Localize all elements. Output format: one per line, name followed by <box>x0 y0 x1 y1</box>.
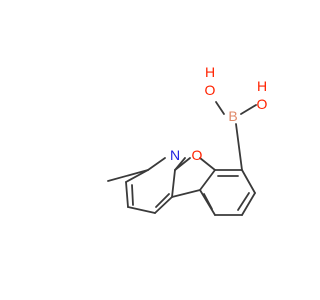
structure-canvas: N O B O H O H <box>107 64 268 216</box>
bond-c-b <box>235 123 243 171</box>
bond-c8a-c4b <box>199 169 216 191</box>
atom-label-o-ring: O <box>192 147 203 163</box>
atom-label-o2: O <box>257 96 268 112</box>
bond-c12-c4b <box>199 189 216 216</box>
atom-label-o1: O <box>205 82 216 98</box>
bond-c10-c11 <box>241 192 256 216</box>
bond-c6-c7a <box>171 169 176 198</box>
bond-c3-c4 <box>125 181 129 208</box>
bond-c4b-c6 <box>171 189 201 198</box>
bond-b-o1 <box>215 101 225 115</box>
bond-b-o2 <box>240 104 257 115</box>
bond-c3-c4-inner <box>131 184 134 206</box>
molecule-drawing: N O B O H O H <box>107 64 268 216</box>
bond-c2-c3 <box>125 169 149 183</box>
bond-c5-c6-inner <box>155 193 170 208</box>
atom-label-h1: H <box>205 64 215 80</box>
bond-c4-c5 <box>127 206 156 214</box>
bond-c10-c11-inner <box>237 192 250 211</box>
bond-c2-n <box>147 157 166 171</box>
atom-label-h2: H <box>257 78 267 94</box>
atom-label-b: B <box>228 108 237 124</box>
bond-c7a-o <box>174 157 191 171</box>
bond-c12-c4b-inner <box>203 193 213 210</box>
benzene-ring <box>199 169 256 216</box>
furan-ring <box>171 157 216 198</box>
pyridine-ring <box>125 157 186 214</box>
boronic-acid-group <box>215 101 257 171</box>
bond-o-c8a <box>199 157 216 171</box>
atom-label-n: N <box>170 147 180 163</box>
bond-c9-c10 <box>241 169 256 194</box>
bond-c5-c6 <box>154 196 173 214</box>
bond-methyl <box>107 169 149 182</box>
